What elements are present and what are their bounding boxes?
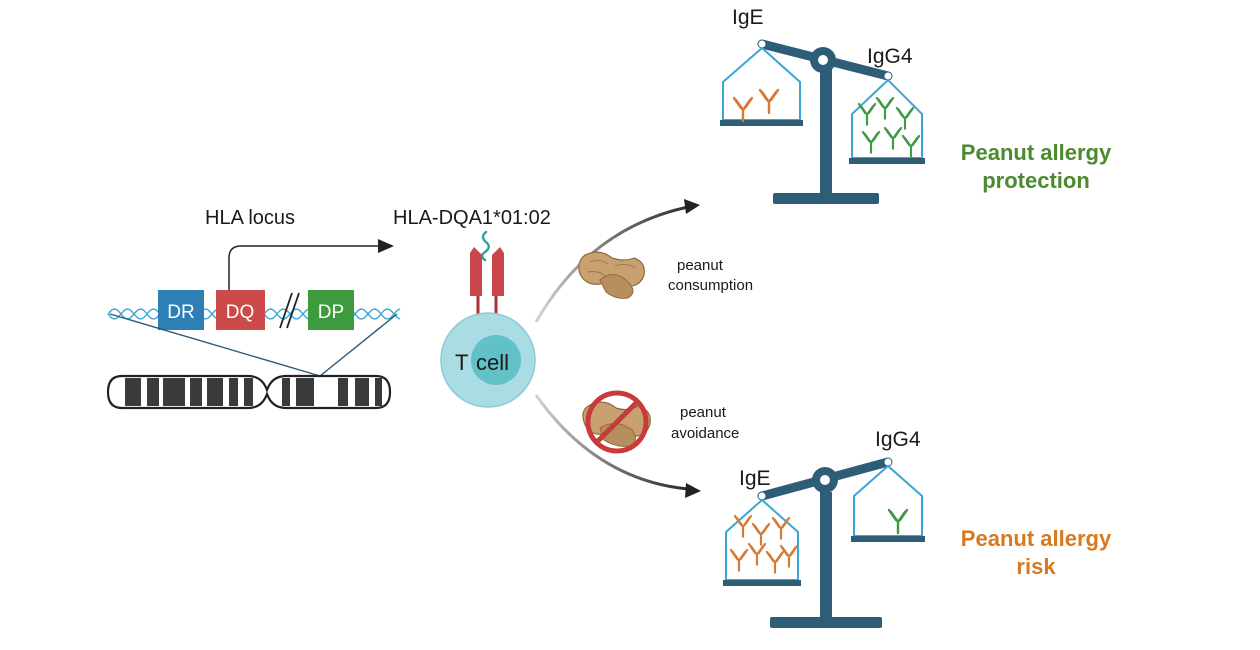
t-cell-cell-label: cell: [476, 350, 509, 375]
peptide: [480, 230, 490, 262]
ige-label-top: IgE: [732, 6, 764, 29]
gene-dq-label: DQ: [226, 302, 255, 323]
t-cell-nucleus: [471, 335, 521, 385]
hla-locus-label: HLA locus: [205, 207, 295, 229]
chromosome: [106, 374, 392, 410]
arrow-to-protection-head: [684, 199, 700, 214]
scale-protection: IgE IgG4 Peanut allergy protection: [720, 6, 1112, 204]
outcome-risk-line2: risk: [1016, 554, 1056, 579]
ige-label-bottom: IgE: [739, 467, 771, 490]
allele-label: HLA-DQA1*01:02: [393, 207, 551, 229]
igg4-antibodies-top: [857, 96, 921, 158]
break-mark: [279, 292, 300, 329]
ige-antibodies-top: [732, 88, 780, 123]
gene-dp-label: DP: [318, 302, 344, 323]
arrow-to-risk: [534, 394, 689, 491]
basket-igg4-top: [849, 78, 925, 164]
consumption-line1: peanut: [677, 257, 724, 274]
arrow-to-risk-head: [685, 483, 701, 498]
gene-dr: DR: [158, 290, 204, 330]
gene-dq: DQ: [216, 290, 265, 330]
avoidance-line1: peanut: [680, 404, 727, 421]
peanut-consumption-icon: [578, 251, 645, 299]
igg4-label-bottom: IgG4: [875, 428, 921, 451]
no-sign: [585, 390, 649, 454]
basket-igg4-bottom: [851, 464, 925, 542]
ige-antibodies-bottom: [729, 514, 799, 574]
basket-ige-bottom: [723, 498, 801, 586]
t-cell-t-label: T: [455, 350, 468, 375]
scale-risk: IgE IgG4 Peanut allergy risk: [723, 428, 1112, 628]
locus-arrow-head: [378, 239, 394, 253]
outcome-risk-line1: Peanut allergy: [961, 526, 1112, 551]
outcome-protection-line1: Peanut allergy: [961, 140, 1112, 165]
outcome-protection-line2: protection: [982, 168, 1090, 193]
gene-dp: DP: [308, 290, 354, 330]
t-cell-group: HLA-DQA1*01:02 T cell: [393, 207, 551, 408]
peanut-avoidance-icon: [582, 390, 651, 454]
hla-locus-group: HLA locus DR DQ DP: [106, 207, 401, 410]
igg4-label-top: IgG4: [867, 45, 913, 68]
consumption-line2: consumption: [668, 277, 753, 294]
gene-dp-box: [308, 290, 354, 330]
basket-ige-top: [720, 46, 803, 126]
gene-dr-label: DR: [167, 302, 194, 323]
igg4-antibodies-bottom: [887, 508, 909, 535]
locus-arrow: [228, 245, 380, 306]
zoom-lines: [109, 313, 398, 377]
gene-dr-box: [158, 290, 204, 330]
arrow-to-protection: [534, 205, 689, 323]
avoidance-line2: avoidance: [671, 425, 739, 442]
gene-dq-box: [216, 290, 265, 330]
